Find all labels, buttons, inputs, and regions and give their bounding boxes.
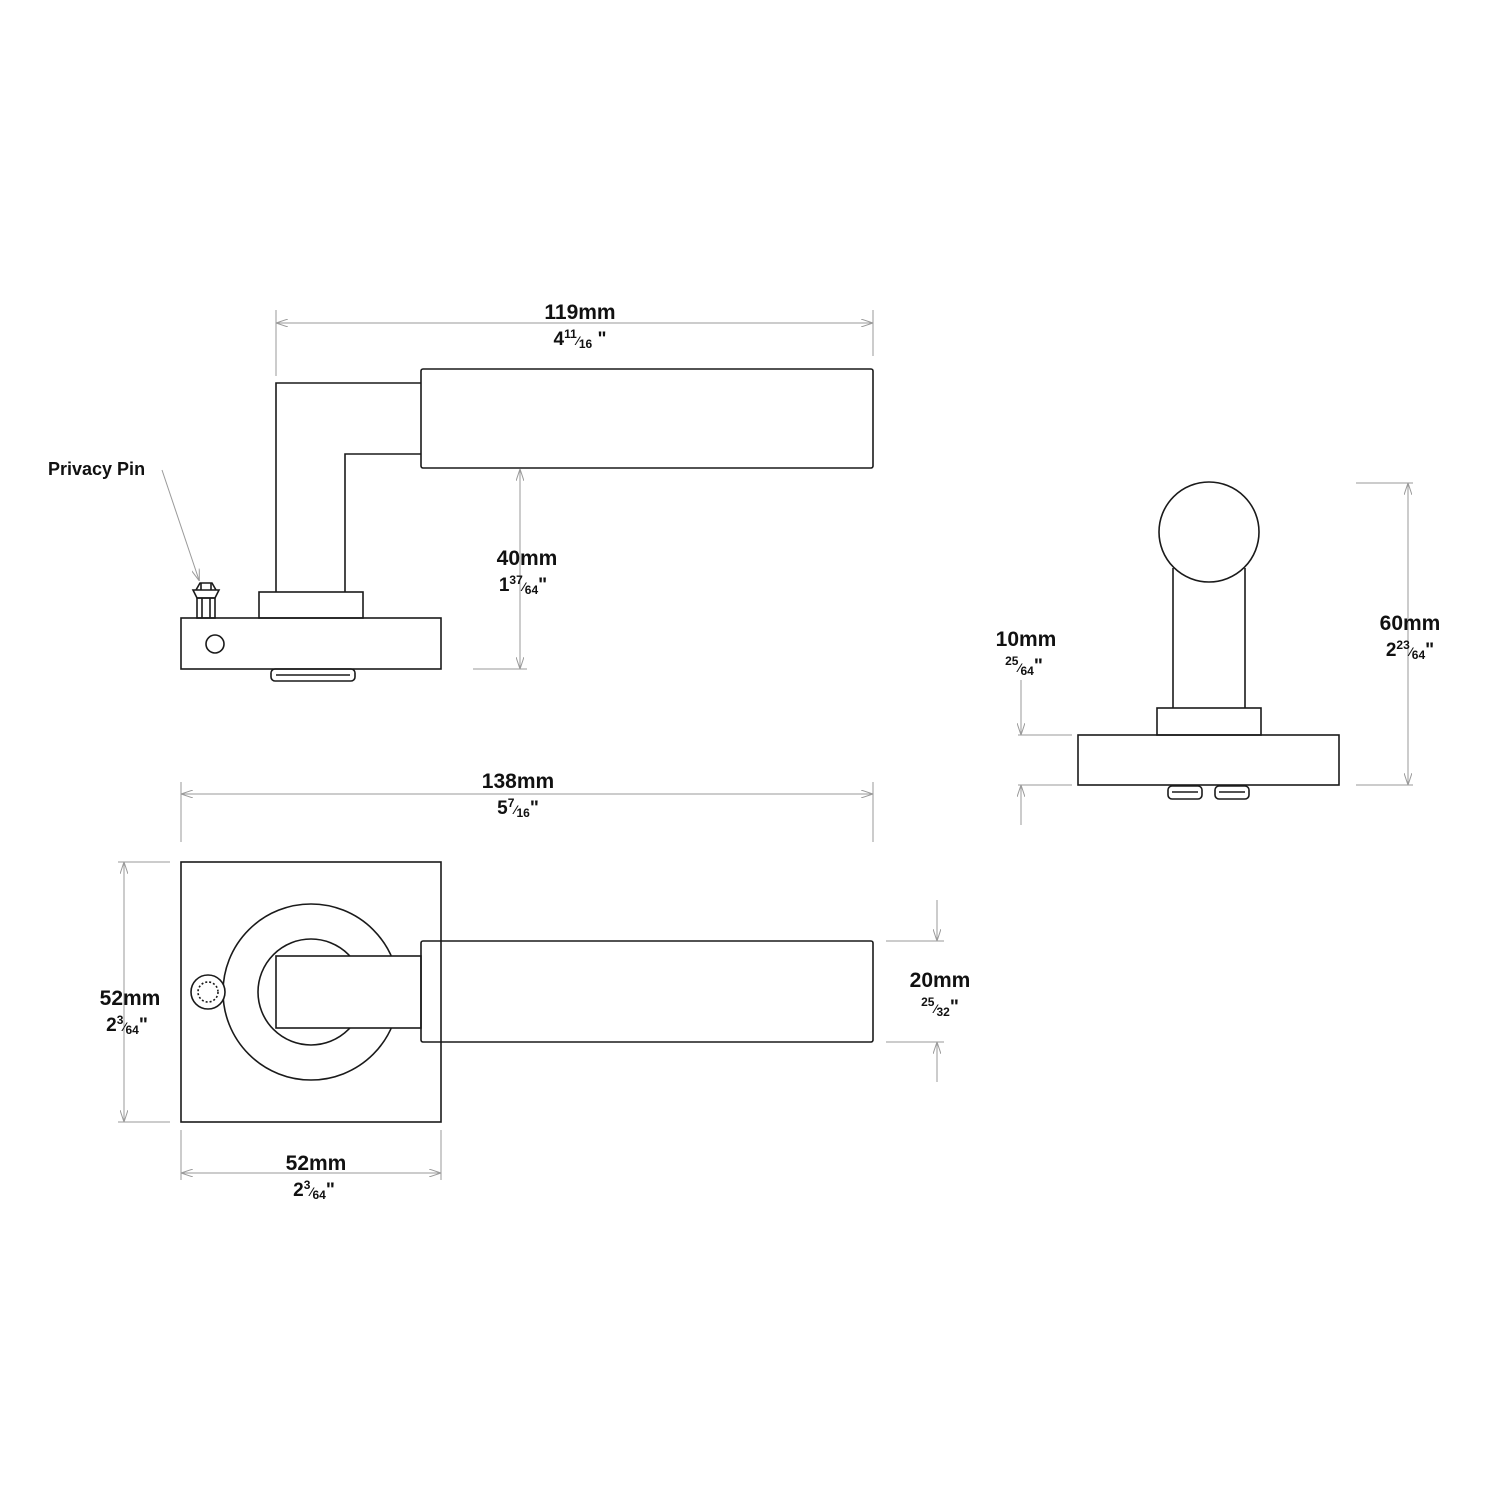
dim-total-width-inch: 57⁄16" [497, 796, 539, 820]
screw-hole [205, 634, 225, 654]
dim-top-height-inch: 137⁄64" [499, 573, 547, 597]
privacy-pin-leader [161, 469, 199, 580]
side-screw-right [1214, 785, 1250, 800]
dim-rose-thick-inch: 25⁄64" [1005, 654, 1043, 678]
rose-plate [180, 617, 442, 670]
dim-lever-thick: 20mm 25⁄32" [886, 900, 970, 1082]
front-view: 138mm 57⁄16" 52mm 23⁄64" 52mm 23⁄64" 20m… [100, 770, 971, 1202]
square-rose [180, 861, 442, 1123]
neck-collar [258, 591, 364, 619]
dim-rose-thick: 10mm 25⁄64" [996, 628, 1072, 825]
dim-total-width: 138mm 57⁄16" [180, 770, 874, 842]
side-rose-plate [1077, 734, 1340, 786]
dim-top-height: 40mm 137⁄64" [473, 470, 558, 670]
privacy-pin-knob [191, 582, 221, 619]
dim-rose-width-inch: 23⁄64" [293, 1178, 335, 1202]
dim-top-height-mm: 40mm [497, 547, 558, 570]
dim-lever-thick-mm: 20mm [910, 969, 971, 992]
dim-side-height: 60mm 223⁄64" [1356, 482, 1441, 786]
dim-top-width-mm: 119mm [544, 301, 615, 324]
front-lever-bar [420, 940, 874, 1043]
dim-rose-height: 52mm 23⁄64" [100, 861, 170, 1123]
dim-side-height-mm: 60mm [1380, 612, 1441, 635]
dim-lever-thick-inch: 25⁄32" [921, 995, 959, 1019]
side-view: 10mm 25⁄64" 60mm 223⁄64" [996, 481, 1441, 825]
side-screw-left [1167, 785, 1203, 800]
top-view: Privacy Pin 119mm 411⁄16 " 40mm 137⁄64" [48, 301, 874, 682]
dim-top-width-inch: 411⁄16 " [554, 327, 607, 351]
neck-square [275, 955, 422, 1029]
dim-top-width: 119mm 411⁄16 " [275, 301, 874, 376]
privacy-pin-label: Privacy Pin [48, 459, 145, 479]
lever-neck [275, 382, 421, 592]
dim-rose-width: 52mm 23⁄64" [180, 1130, 442, 1202]
dim-side-height-inch: 223⁄64" [1386, 638, 1434, 662]
lever-end-circle [1158, 481, 1260, 583]
dim-rose-thick-mm: 10mm [996, 628, 1057, 651]
privacy-turn-inner [197, 981, 219, 1003]
dim-rose-width-mm: 52mm [286, 1152, 347, 1175]
side-collar [1156, 707, 1262, 736]
dim-rose-height-inch: 23⁄64" [106, 1013, 148, 1037]
spindle-base [270, 668, 356, 682]
dim-rose-height-mm: 52mm [100, 987, 161, 1010]
dim-total-width-mm: 138mm [482, 770, 554, 793]
privacy-turn [190, 974, 226, 1010]
lever-bar [420, 368, 874, 469]
